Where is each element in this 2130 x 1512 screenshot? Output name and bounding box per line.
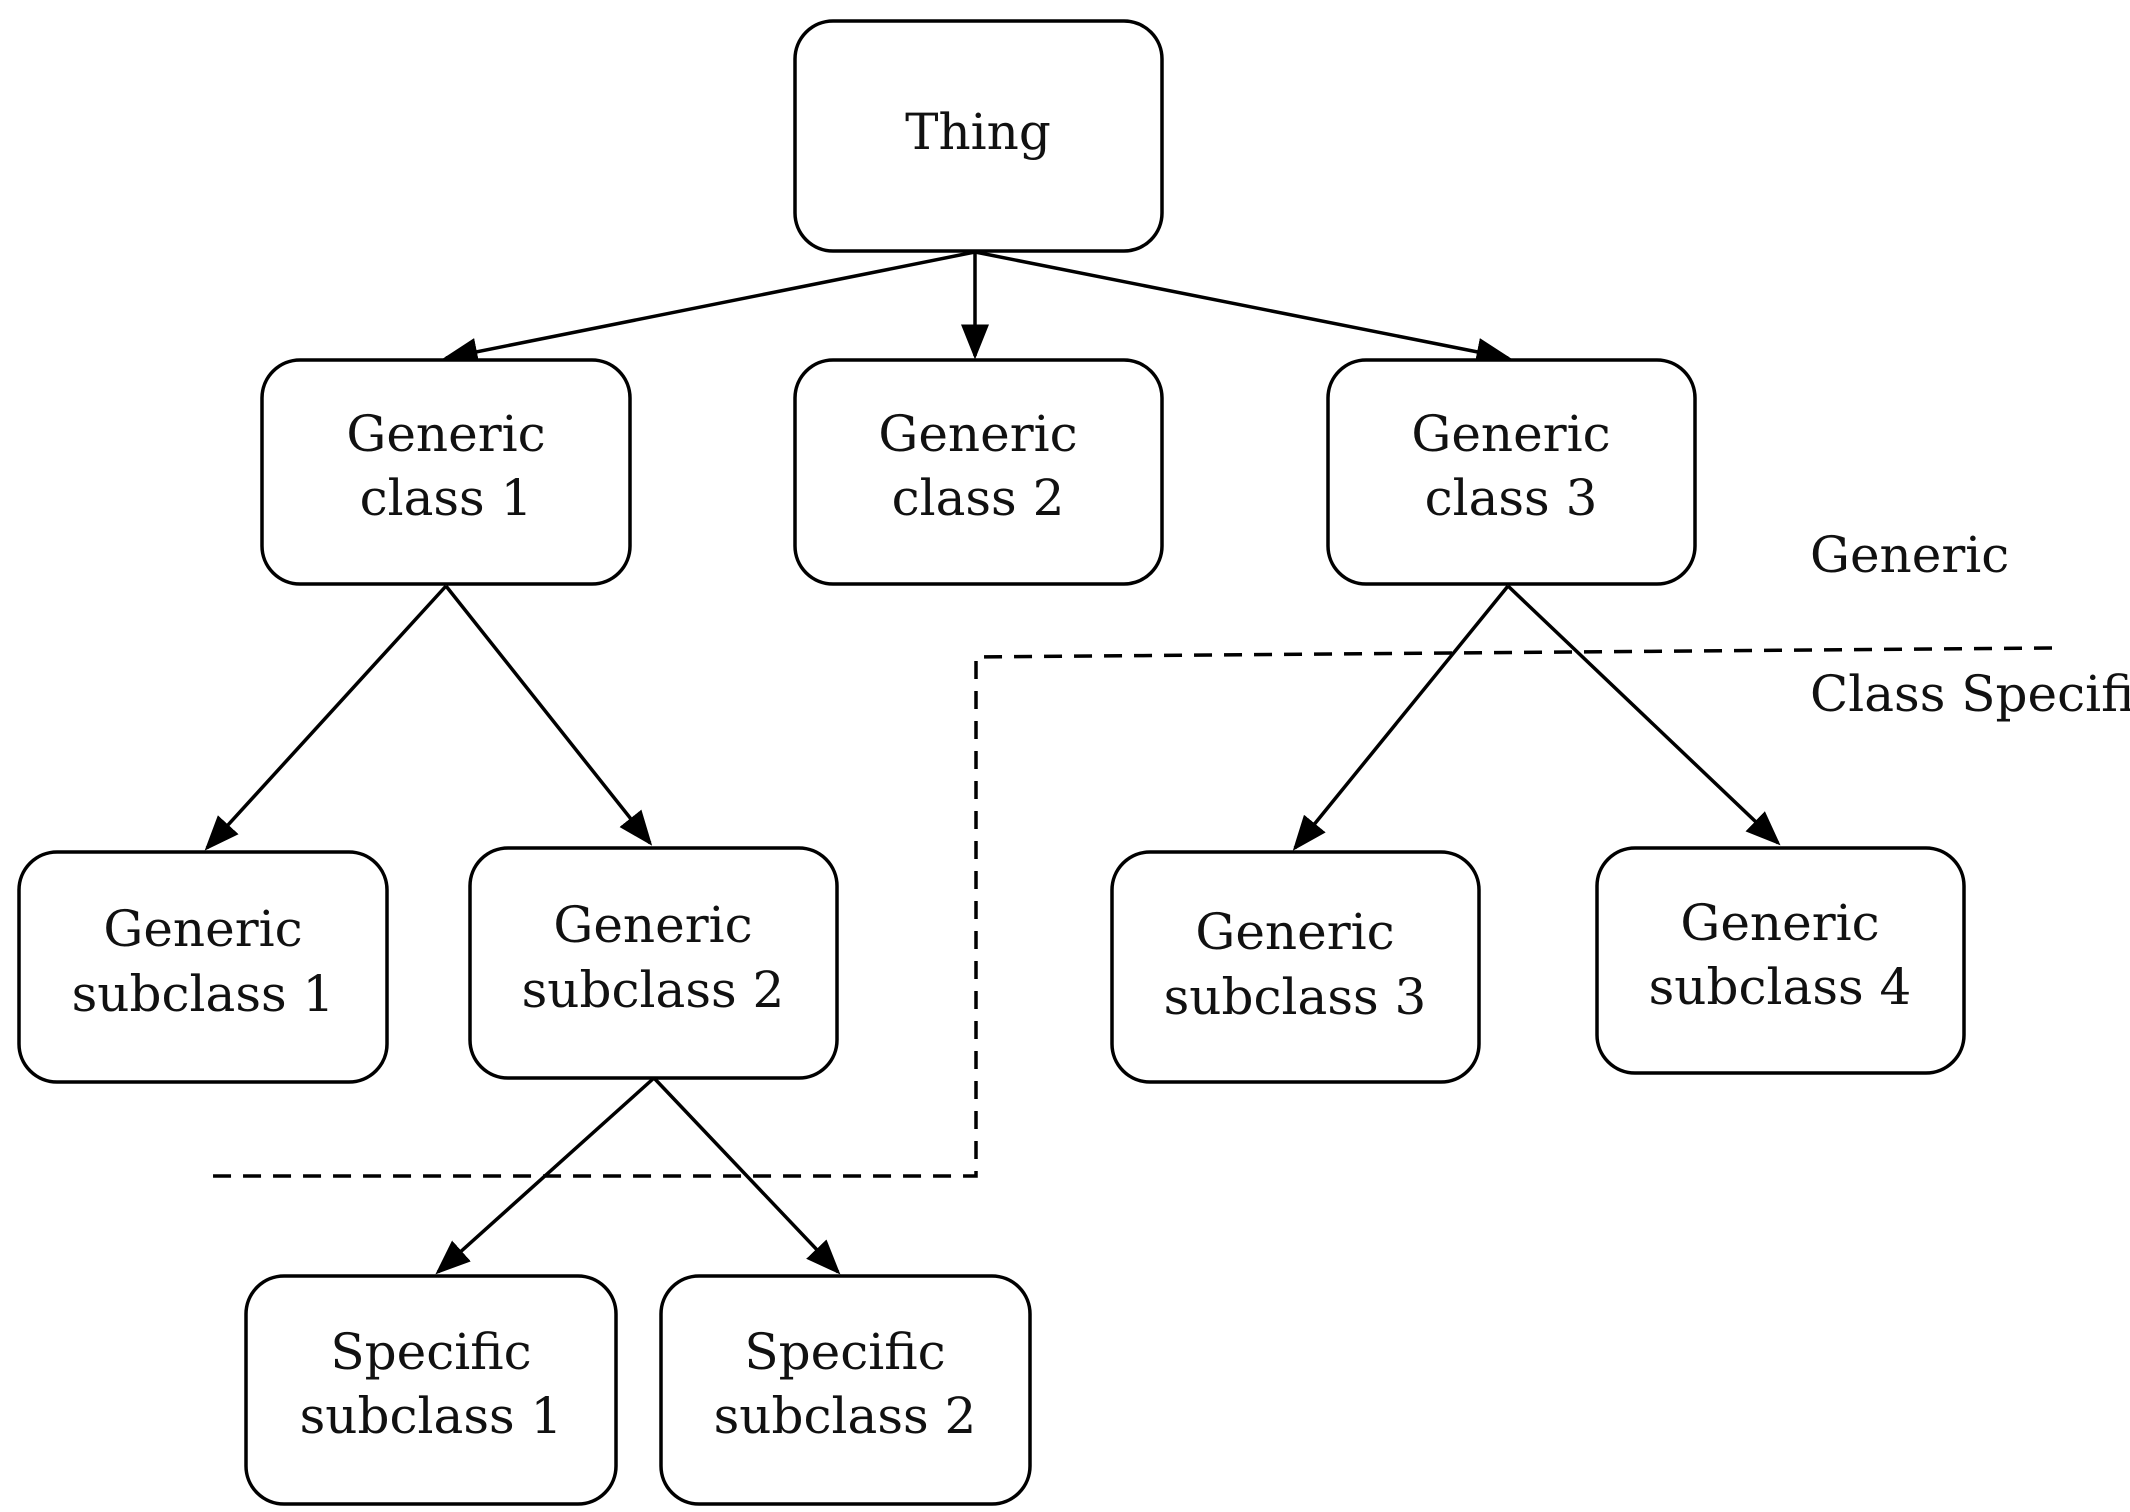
node-label-line1: Generic <box>878 405 1077 463</box>
node-generic-subclass-2: Generic subclass 2 <box>468 846 839 1080</box>
node-label-line2: subclass 4 <box>1649 958 1912 1016</box>
node-label-line2: class 1 <box>360 469 533 527</box>
node-label-line2: subclass 2 <box>714 1387 977 1445</box>
node-generic-subclass-3: Generic subclass 3 <box>1110 850 1481 1084</box>
node-label-line1: Generic <box>1411 405 1610 463</box>
generic-specific-boundary <box>205 646 2053 1178</box>
edge-gs2-ss2 <box>652 1076 841 1275</box>
edge-thing-gc1 <box>442 250 976 366</box>
node-label-line1: Generic <box>553 896 752 954</box>
node-label-line1: Specific <box>744 1323 945 1381</box>
node-generic-class-1: Generic class 1 <box>260 358 632 586</box>
node-specific-subclass-1: Specific subclass 1 <box>244 1274 618 1506</box>
edge-gc1-gs1 <box>204 584 448 851</box>
node-label-line2: subclass 3 <box>1164 968 1427 1026</box>
node-thing-label: Thing <box>905 103 1051 161</box>
node-label-line1: Specific <box>330 1323 531 1381</box>
node-label-line1: Generic <box>346 405 545 463</box>
node-label-line2: subclass 1 <box>72 965 335 1023</box>
node-generic-subclass-1: Generic subclass 1 <box>17 850 389 1084</box>
node-label-line1: Generic <box>1680 894 1879 952</box>
node-label-line2: class 2 <box>892 469 1065 527</box>
node-label-line2: subclass 1 <box>300 1387 563 1445</box>
node-specific-subclass-2: Specific subclass 2 <box>659 1274 1032 1506</box>
node-label-line2: class 3 <box>1425 469 1598 527</box>
node-label-line1: Generic <box>103 900 302 958</box>
region-label-class-specific: Class Specific <box>1810 665 2130 723</box>
edge-gc1-gs2 <box>444 584 653 846</box>
node-thing: Thing <box>793 19 1164 253</box>
edges <box>204 250 1781 1275</box>
node-generic-class-2: Generic class 2 <box>793 358 1164 586</box>
region-label-generic: Generic <box>1810 526 2009 584</box>
edge-gc3-gs4 <box>1506 584 1781 846</box>
node-generic-subclass-4: Generic subclass 4 <box>1595 846 1966 1075</box>
edge-thing-gc3 <box>974 250 1512 366</box>
node-generic-class-3: Generic class 3 <box>1326 358 1697 586</box>
edge-gc3-gs3 <box>1292 584 1510 851</box>
node-label-line2: subclass 2 <box>522 961 785 1019</box>
node-label-line1: Generic <box>1195 903 1394 961</box>
